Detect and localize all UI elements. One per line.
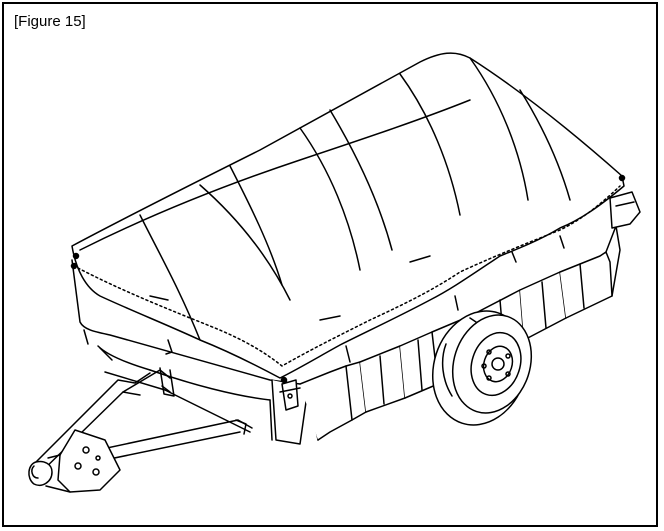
trailer-wheel: [431, 310, 533, 426]
tarp-cover: [70, 52, 626, 384]
figure-caption: [Figure 15]: [14, 13, 86, 30]
trailer-tongue: [28, 369, 253, 493]
